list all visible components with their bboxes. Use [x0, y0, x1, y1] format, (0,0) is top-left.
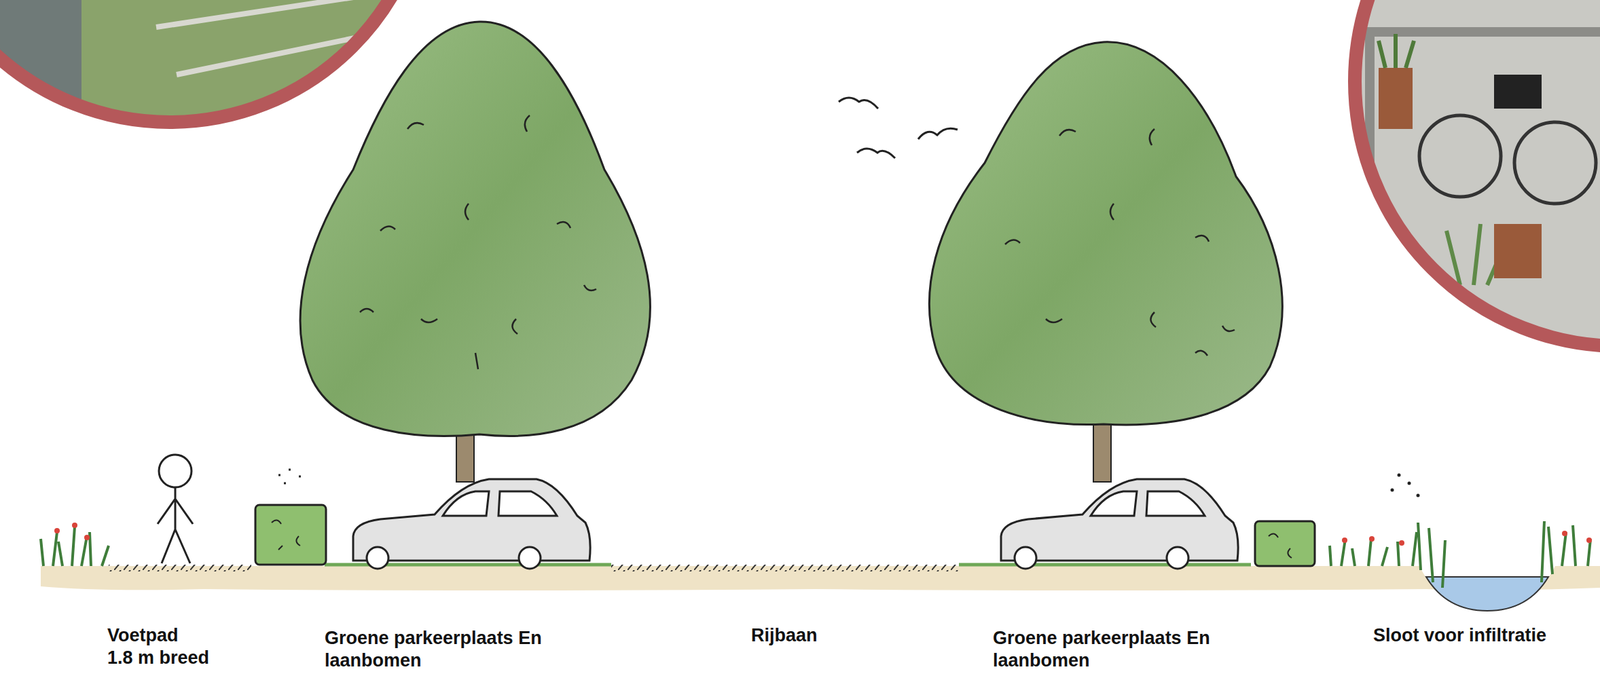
section-label: Sloot voor infiltratie	[1373, 624, 1547, 648]
section-label: Groene parkeerplaats En laanbomen	[992, 627, 1217, 673]
ground	[40, 565, 1600, 612]
pedestrian	[157, 455, 193, 564]
car	[1001, 479, 1239, 570]
hedge	[255, 469, 1315, 567]
section-label: Voetpad	[107, 624, 179, 648]
photo-circle	[1324, 0, 1600, 374]
section-label: Groene parkeerplaats En laanbomen	[324, 627, 549, 673]
flowers	[54, 522, 1592, 547]
tree	[300, 21, 650, 483]
reeds	[40, 521, 1591, 589]
section-label: Rijbaan	[751, 624, 818, 648]
birds	[838, 97, 958, 159]
tree	[929, 42, 1283, 483]
insects	[1390, 474, 1421, 498]
section-label: 1.8 m breed	[107, 647, 210, 670]
car	[353, 479, 591, 570]
